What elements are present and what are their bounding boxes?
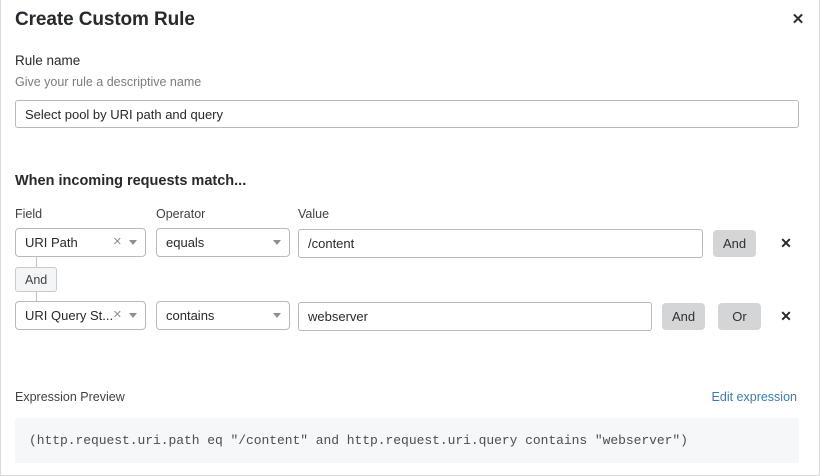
page-title: Create Custom Rule (15, 9, 195, 30)
condition-field-value-2: URI Query St... (25, 308, 113, 323)
condition-delete-button-1[interactable]: ✕ (775, 232, 797, 254)
conditions-heading: When incoming requests match... (15, 173, 247, 189)
condition-operator-select-1[interactable]: equals (156, 228, 290, 257)
rule-name-label: Rule name (15, 53, 81, 68)
condition-delete-button-2[interactable]: ✕ (775, 305, 797, 327)
expression-preview-code: (http.request.uri.path eq "/content" and… (29, 433, 688, 448)
condition-operator-value-1: equals (166, 235, 205, 250)
expression-preview-label: Expression Preview (15, 390, 125, 404)
chevron-down-icon (273, 313, 281, 318)
condition-and-button-2[interactable]: And (662, 303, 706, 330)
close-small-icon[interactable]: ✕ (112, 309, 122, 321)
chevron-down-icon (129, 313, 137, 318)
rule-name-hint: Give your rule a descriptive name (15, 75, 202, 89)
column-header-field: Field (15, 207, 43, 221)
close-small-icon[interactable]: ✕ (112, 236, 122, 248)
rule-name-input[interactable] (15, 100, 799, 128)
chevron-down-icon (273, 240, 281, 245)
edit-expression-link[interactable]: Edit expression (711, 390, 797, 404)
expression-preview-panel: (http.request.uri.path eq "/content" and… (15, 418, 799, 463)
condition-field-select-1[interactable]: URI Path ✕ (15, 228, 146, 257)
condition-operator-value-2: contains (166, 308, 215, 323)
column-header-operator: Operator (156, 207, 206, 221)
condition-connector-top (36, 257, 37, 269)
condition-and-button-1[interactable]: And (713, 230, 757, 257)
chevron-down-icon (129, 240, 137, 245)
condition-connector-badge[interactable]: And (15, 267, 58, 292)
condition-field-value-1: URI Path (25, 235, 78, 250)
condition-connector-bottom (36, 290, 37, 302)
condition-value-input-2[interactable] (298, 302, 652, 331)
close-icon[interactable]: ✕ (785, 6, 811, 32)
condition-operator-select-2[interactable]: contains (156, 301, 290, 330)
condition-value-input-1[interactable] (298, 229, 703, 258)
column-header-value: Value (298, 207, 330, 221)
condition-field-select-2[interactable]: URI Query St... ✕ (15, 301, 146, 330)
condition-or-button-2[interactable]: Or (718, 303, 761, 330)
